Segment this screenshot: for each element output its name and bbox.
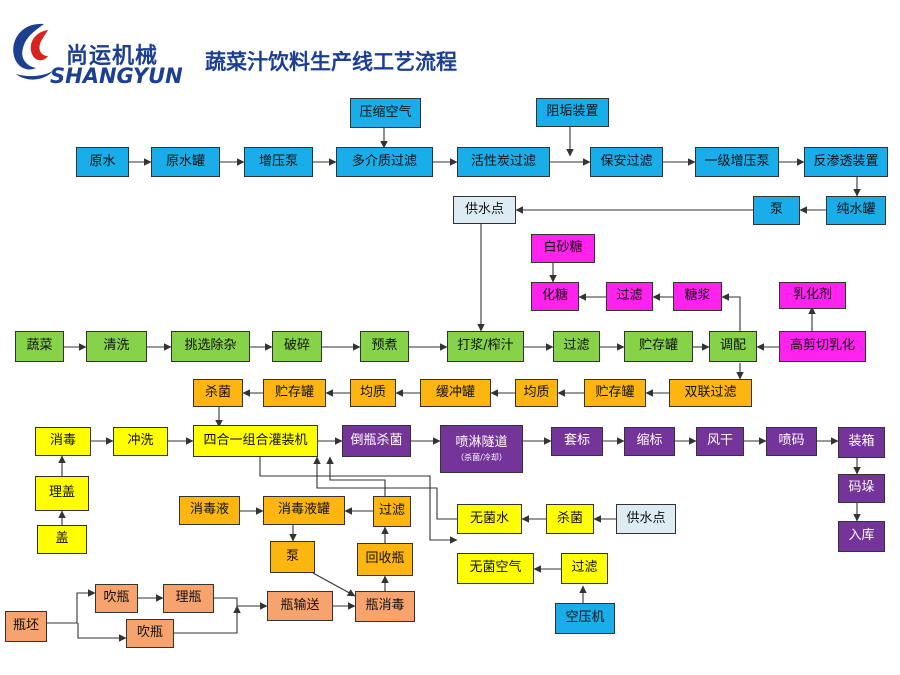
blow-bottle-1-node: 吹瓶 [95,584,138,613]
recycle-filter-node: 过滤 [373,496,411,527]
air-compressor-node: 空压机 [555,603,615,634]
emulsifier-node: 乳化剂 [779,282,846,309]
shrink-label-node: 缩标 [624,427,675,456]
storage-tank-2-node: 贮存罐 [584,379,646,407]
sugar-filter-node: 过滤 [606,282,653,311]
air-filter-node: 过滤 [561,553,608,584]
palletize-node: 码垛 [838,474,885,503]
sterile-air-node: 无菌空气 [457,553,534,584]
white-sugar-node: 白砂糖 [531,234,595,263]
wash-node: 清洗 [86,331,147,362]
crush-node: 破碎 [272,331,322,362]
header: 尚运机械 SHANGYUN 蔬菜汁饮料生产线工艺流程 [0,0,900,100]
syrup-node: 糖浆 [673,282,722,311]
storage-tank-1-node: 贮存罐 [624,331,693,362]
air-dry-node: 风干 [696,427,744,456]
water-sterilize-node: 杀菌 [546,504,594,534]
sterile-water-node: 无菌水 [457,504,522,534]
sterilize-node: 杀菌 [193,379,243,407]
buffer-tank-node: 缓冲罐 [420,379,491,407]
pure-water-tank-node: 纯水罐 [826,196,886,225]
bottle-conveying-node: 瓶输送 [267,591,333,621]
bottle-disinfect-node: 瓶消毒 [355,591,415,622]
water-supply-point-node: 供水点 [453,196,516,224]
warehouse-node: 入库 [838,521,885,552]
arrange-bottle-node: 理瓶 [163,584,214,613]
preform-node: 瓶坯 [5,611,47,642]
water-supply-point-2-node: 供水点 [616,504,676,534]
homogenize-1-node: 均质 [350,379,396,407]
disinfectant-node: 消毒液 [179,496,240,525]
page-title: 蔬菜汁饮料生产线工艺流程 [205,50,457,74]
homogenize-2-node: 均质 [515,379,558,407]
juice-filter-node: 过滤 [553,331,600,362]
raw-water-tank-node: 原水罐 [151,147,220,177]
duplex-filter-node: 双联过滤 [669,379,752,407]
multimedia-filter-node: 多介质过滤 [336,147,433,177]
boxing-node: 装箱 [838,427,885,458]
raw-water-node: 原水 [76,147,129,177]
water-pump-node: 泵 [753,196,800,225]
blow-bottle-2-node: 吹瓶 [126,619,174,648]
booster-pump-node: 增压泵 [244,147,313,177]
rinse-node: 冲洗 [113,427,168,456]
vegetables-node: 蔬菜 [15,331,64,362]
pulp-squeeze-node: 打浆/榨汁 [447,331,524,362]
recycle-bottle-node: 回收瓶 [357,543,413,576]
reverse-osmosis-node: 反渗透装置 [804,147,888,177]
precook-node: 预煮 [360,331,409,362]
dissolve-sugar-node: 化糖 [531,282,579,311]
spray-tunnel-label: 喷淋隧道 [455,434,508,450]
stage1-booster-pump-node: 一级增压泵 [695,147,779,177]
security-filter-node: 保安过滤 [590,147,663,177]
spray-tunnel-node: 喷淋隧道 （杀菌/冷却） [440,425,523,473]
high-shear-emulsify-node: 高剪切乳化 [779,331,866,362]
disinfect-caps-node: 消毒 [35,427,91,456]
caps-node: 盖 [37,525,87,554]
pump-2-node: 泵 [270,541,315,573]
logo-chinese-text: 尚运机械 [66,44,159,69]
activated-carbon-filter-node: 活性炭过滤 [457,147,550,177]
connector-arrows [47,127,861,642]
sort-remove-impurities-node: 挑选除杂 [171,331,250,362]
scale-inhibitor-node: 阻垢装置 [536,98,609,127]
compressed-air-node: 压缩空气 [350,98,421,128]
inverted-bottle-sterilize-node: 倒瓶杀菌 [342,425,411,457]
disinfectant-tank-node: 消毒液罐 [263,496,345,525]
spray-tunnel-sublabel: （杀菌/冷却） [456,452,507,462]
shangyun-logo-icon [13,23,54,80]
filling-machine-node: 四合一组合灌装机 [193,425,318,457]
arrange-caps-node: 理盖 [35,476,89,511]
logo-english-text: SHANGYUN [50,64,183,88]
sleeve-label-node: 套标 [551,427,603,456]
code-print-node: 喷码 [766,427,817,456]
storage-tank-3-node: 贮存罐 [263,379,326,407]
blending-node: 调配 [709,331,757,362]
